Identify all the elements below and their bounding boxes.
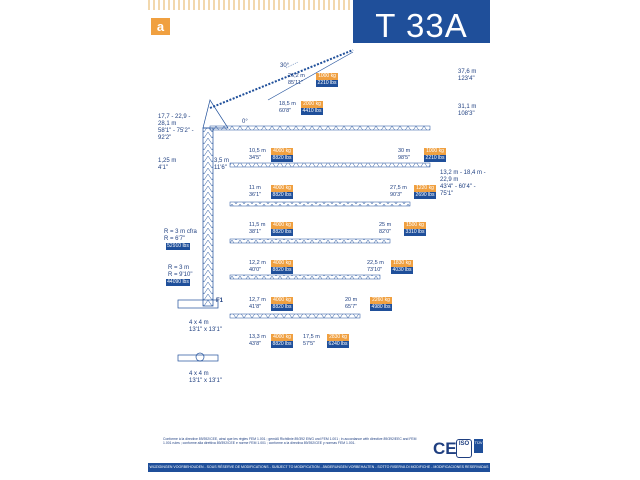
compliance-note: Conforme à la directive 89/392/CEE, ains…	[163, 437, 417, 446]
model-title: T 33A	[353, 0, 490, 44]
ballast-load-1: 52910 lbs	[166, 243, 190, 250]
jib-angle-30: 30°	[280, 63, 290, 69]
foundation-tag: F1	[216, 298, 224, 304]
brand-logo: a	[151, 18, 170, 35]
ballast-load-2: 44090 lbs	[166, 279, 190, 286]
luffed-jib	[209, 49, 354, 109]
header-rule	[148, 0, 490, 10]
ce-mark: CE	[433, 439, 457, 458]
jib-angle-0: 0°	[242, 119, 248, 125]
crane-drawing	[177, 49, 431, 362]
footer-bar: WIJZIGINGEN VOORBEHOUDEN - SOUS RÉSERVE …	[148, 463, 490, 472]
certification-tag: TÜV	[474, 439, 483, 453]
certification-mark: ISO	[456, 439, 472, 458]
horizontal-jibs	[209, 125, 431, 319]
datasheet-page: a T 33A	[148, 0, 490, 480]
footprint-drawings	[177, 352, 219, 362]
